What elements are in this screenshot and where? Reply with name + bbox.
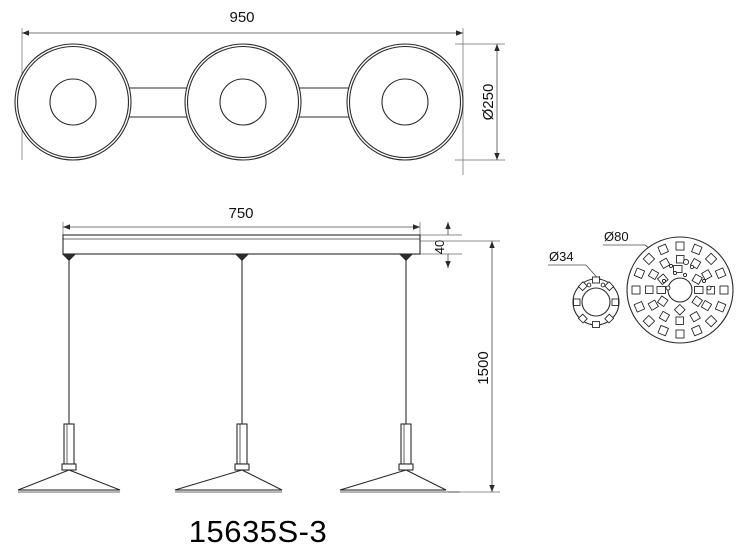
dimension-canopy-length: 750: [62, 205, 421, 237]
dimension-shade-diameter: Ø250: [455, 43, 505, 161]
led-ring-outer: [631, 241, 729, 339]
pendant-3: [339, 254, 460, 493]
dimension-label-950: 950: [229, 9, 254, 26]
front-view-group: 750 40 1500: [17, 205, 500, 493]
pendant-2: [174, 254, 283, 493]
top-view-shade-3: [346, 43, 464, 161]
detail-view-group: Ø34 Ø80: [548, 229, 734, 344]
top-view-connector-bars: [124, 87, 353, 118]
dimension-label-d250: Ø250: [480, 84, 497, 121]
led-board-small: [572, 276, 620, 328]
pendant-1: [17, 254, 121, 493]
led-ring-middle: [645, 255, 715, 325]
canopy-bar: [62, 234, 421, 255]
top-view-group: 950 Ø250: [14, 9, 505, 175]
dimension-label-750: 750: [228, 205, 253, 222]
label-d34: Ø34: [548, 249, 603, 284]
dimension-suspension-height: 1500: [420, 240, 500, 493]
led-ring-inner: [656, 265, 704, 316]
drawing-title: 15635S-3: [189, 514, 327, 549]
dimension-label-1500: 1500: [475, 351, 492, 384]
detail-label-d80: Ø80: [604, 229, 629, 244]
dimension-canopy-thickness: 40: [420, 222, 462, 268]
led-board-large: [626, 236, 734, 344]
dimension-overall-width: 950: [21, 9, 464, 175]
led-solder-pads: [661, 258, 712, 291]
top-view-shade-2: [184, 43, 302, 161]
top-view-shade-1: [14, 43, 132, 161]
dimension-label-40: 40: [432, 240, 447, 254]
detail-label-d34: Ø34: [549, 249, 574, 264]
